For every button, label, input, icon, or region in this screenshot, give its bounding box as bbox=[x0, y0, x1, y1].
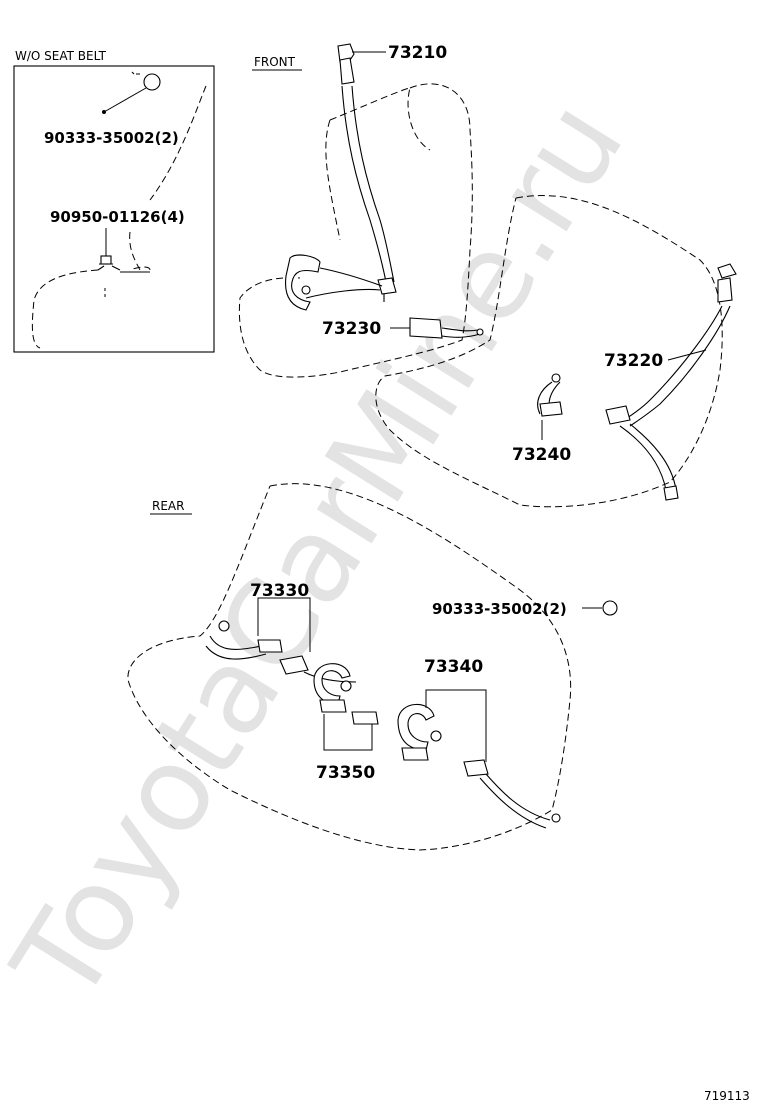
rear-seat-outline bbox=[127, 483, 572, 851]
label-73210[interactable]: 73210 bbox=[388, 43, 447, 63]
rear-cap-icon bbox=[602, 600, 618, 616]
label-73340[interactable]: 73340 bbox=[424, 657, 483, 677]
label-73230[interactable]: 73230 bbox=[322, 319, 381, 339]
inset-part-cap-label[interactable]: 90333-35002(2) bbox=[44, 129, 179, 147]
passenger-shoulder-belt-73220[interactable] bbox=[605, 263, 737, 501]
rear-left-belt-73330[interactable] bbox=[205, 620, 357, 683]
front-seat-outline bbox=[238, 83, 723, 508]
rear-section-label: REAR bbox=[152, 499, 184, 513]
front-buckle-73230[interactable] bbox=[409, 317, 484, 339]
inset-panel: W/O SEAT BELT 90333-35002(2) 90950-01126… bbox=[13, 49, 215, 353]
front-section-label: FRONT bbox=[254, 55, 296, 69]
bolt-icon bbox=[97, 255, 150, 300]
label-73240[interactable]: 73240 bbox=[512, 445, 571, 465]
label-73350[interactable]: 73350 bbox=[316, 763, 375, 783]
rear-center-buckle-73350[interactable] bbox=[313, 663, 379, 725]
rear-right-belt-73340[interactable] bbox=[397, 703, 561, 829]
cap-icon bbox=[143, 73, 161, 91]
label-73330[interactable]: 73330 bbox=[250, 581, 309, 601]
label-73220[interactable]: 73220 bbox=[604, 351, 663, 371]
diagram-code: 719113 bbox=[704, 1089, 750, 1103]
passenger-buckle-73240[interactable] bbox=[537, 373, 563, 417]
inset-title: W/O SEAT BELT bbox=[15, 49, 107, 63]
label-rear-cap[interactable]: 90333-35002(2) bbox=[432, 600, 567, 618]
front-shoulder-belt-73210[interactable] bbox=[284, 43, 397, 311]
inset-part-bolt-label[interactable]: 90950-01126(4) bbox=[50, 208, 185, 226]
